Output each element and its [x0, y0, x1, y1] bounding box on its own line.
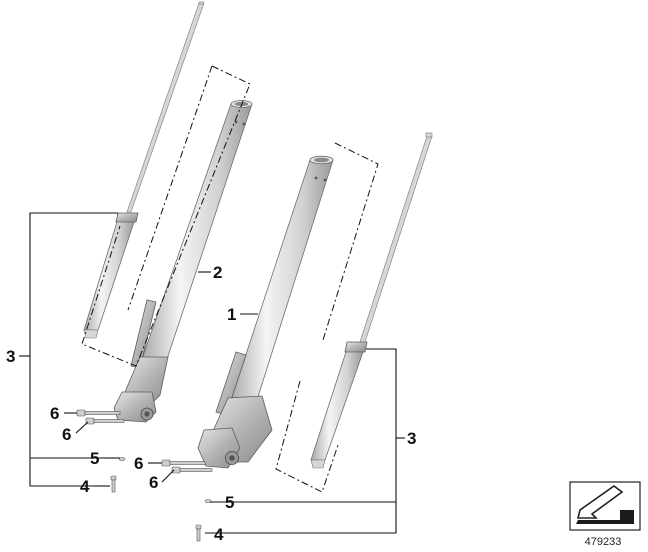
right-damper-rod	[310, 132, 433, 469]
left-assembly-outline	[81, 65, 251, 367]
callout-labels: 2 1 3 3 6 6 5 4 6 6 5 4	[6, 263, 416, 544]
right-assembly-outline	[275, 142, 379, 493]
right-washer-screw	[195, 499, 212, 542]
callout-fork-left: 2	[213, 263, 222, 282]
callout-bolt-right-a: 6	[134, 454, 143, 473]
callout-bolt-left-a: 6	[50, 404, 59, 423]
right-bolts	[161, 459, 213, 474]
callout-washer-right: 5	[225, 493, 234, 512]
leader-lines	[19, 212, 405, 534]
callout-bolt-right-b: 6	[149, 473, 158, 492]
left-washer-screw	[110, 457, 126, 493]
right-fork-tube	[229, 155, 334, 404]
reference-icon	[569, 481, 641, 531]
left-damper-rod	[83, 1, 205, 339]
reference-number: 479233	[585, 536, 622, 548]
callout-screw-left: 4	[80, 477, 90, 496]
left-fork-bottom	[113, 299, 169, 423]
callout-washer-left: 5	[90, 449, 99, 468]
callout-cartridge-left: 3	[6, 347, 15, 366]
right-fork-bottom	[197, 351, 273, 469]
callout-screw-right: 4	[214, 525, 224, 544]
ramp-icon	[576, 510, 634, 524]
callout-bolt-left-b: 6	[62, 425, 71, 444]
callout-cartridge-right: 3	[407, 429, 416, 448]
callout-fork-right: 1	[227, 305, 236, 324]
